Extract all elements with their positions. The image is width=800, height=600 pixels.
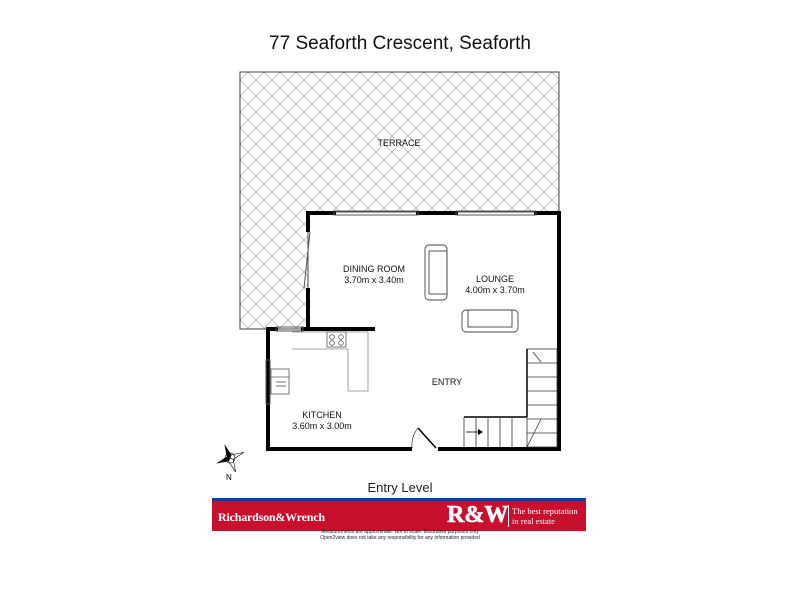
sofa-dining [424, 244, 448, 301]
lounge-label: LOUNGE [476, 274, 514, 284]
dining-room-label: DINING ROOM [343, 264, 405, 274]
brand-name: Richardson&Wrench [218, 510, 325, 524]
level-label: Entry Level [367, 480, 433, 495]
banner-divider [508, 505, 509, 527]
compass-icon [216, 444, 245, 473]
compass-north-label: N [226, 473, 232, 482]
lounge-dims: 4.00m x 3.70m [465, 285, 525, 295]
window-frames [265, 210, 537, 405]
sofa-lounge [461, 309, 519, 333]
terrace-label: TERRACE [377, 138, 420, 148]
entry-door [411, 427, 437, 449]
kitchen-bench [270, 331, 369, 395]
brand-logo: R&W [447, 502, 509, 529]
disclaimer: Measurements are approximate. Not to sca… [0, 529, 800, 541]
tagline-line-2: in real estate [512, 516, 555, 526]
kitchen-dims: 3.60m x 3.00m [292, 421, 352, 431]
tagline-line-1: The best reputation [512, 506, 578, 516]
agency-banner: Richardson&Wrench R&W The best reputatio… [212, 498, 586, 531]
dining-room-dims: 3.70m x 3.40m [344, 275, 404, 285]
walls [266, 211, 561, 451]
disclaimer-line-1: Measurements are approximate. Not to sca… [321, 529, 479, 535]
staircase [463, 348, 558, 448]
disclaimer-line-2: Open2view does not take any responsibili… [320, 535, 480, 541]
entry-label: ENTRY [432, 377, 462, 387]
page-title: 77 Seaforth Crescent, Seaforth [269, 33, 531, 54]
kitchen-label: KITCHEN [302, 410, 342, 420]
brand-tagline: The best reputation in real estate [512, 506, 584, 526]
